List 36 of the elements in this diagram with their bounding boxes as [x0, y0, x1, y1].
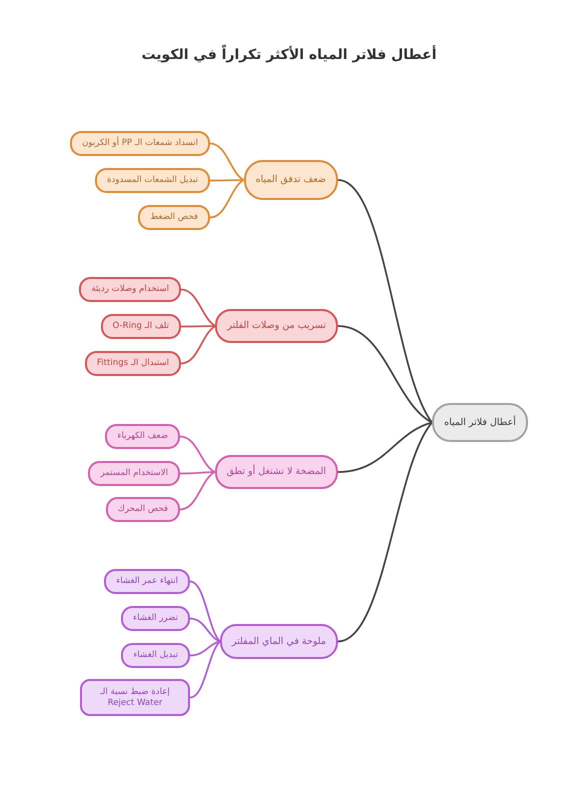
connector — [190, 640, 220, 656]
connector — [338, 179, 433, 423]
subtopic-box: الاستخدام المستمر — [88, 461, 180, 486]
connector — [338, 422, 432, 473]
subtopic-box: إعادة ضبط نسبة الـ Reject Water — [80, 679, 190, 716]
connector — [180, 325, 216, 364]
connector — [210, 179, 244, 218]
connector — [210, 179, 244, 182]
branch-topic-box: ملوحة في الماي المفلتر — [220, 624, 338, 659]
title: أعطال فلاتر المياه الأكثر تكراراً في الكويت — [141, 47, 437, 63]
subtopic-box: تبديل الغشاء — [121, 643, 190, 668]
connector — [210, 142, 244, 181]
connector — [190, 640, 221, 698]
subtopic-box: انتهاء عمر الغشاء — [104, 569, 190, 594]
subtopic-box: فحص الضغط — [138, 205, 210, 230]
connector — [338, 422, 433, 642]
subtopic-box: تلف الـ O-Ring — [100, 314, 181, 339]
connector — [338, 325, 432, 424]
connector — [180, 436, 216, 473]
connector — [190, 618, 220, 642]
connector — [180, 471, 215, 474]
connector — [190, 580, 221, 642]
branch-topic-box: ضعف تدفق المياه — [244, 160, 338, 200]
branch-topic-box: المضخة لا تشتغل أو تطق — [214, 455, 338, 489]
subtopic-box: استخدام وصلات رديئة — [79, 277, 181, 302]
subtopic-box: فحص المحرك — [106, 497, 180, 522]
subtopic-box: استبدال الـ Fittings — [84, 351, 181, 376]
subtopic-box: تبديل الشمعات المسدودة — [95, 168, 210, 193]
branch-topic-box: تسريب من وصلات الفلتر — [215, 309, 338, 343]
subtopic-box: تضرر الغشاء — [121, 606, 190, 631]
connector — [180, 288, 216, 327]
subtopic-box: انسداد شمعات الـ PP أو الكربون — [70, 131, 210, 156]
connector — [180, 471, 216, 510]
connector — [181, 325, 216, 328]
central-topic-box: أعطال فلاتر المياه — [432, 403, 528, 442]
subtopic-box: ضعف الكهرباء — [105, 424, 180, 449]
